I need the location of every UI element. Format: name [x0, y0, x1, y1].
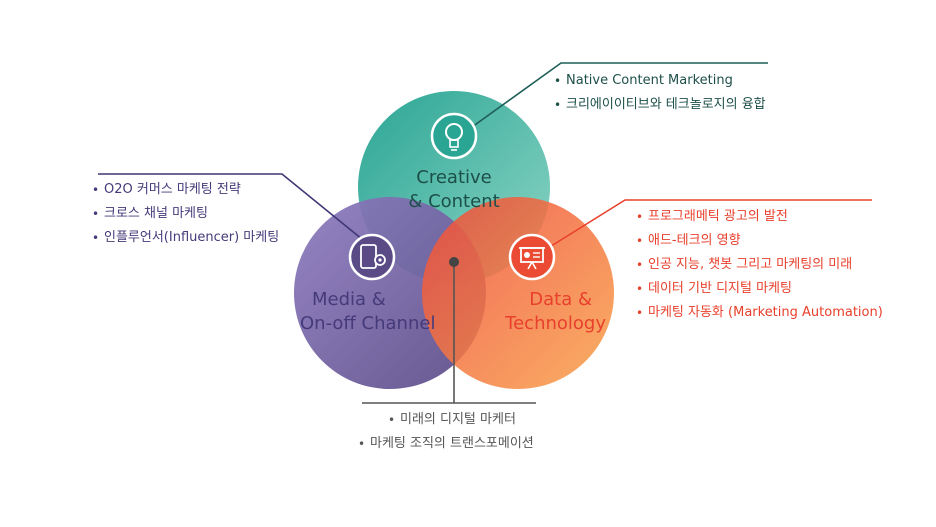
creative-list: •Native Content Marketing •크리에이이티브와 테크놀로… — [554, 69, 766, 117]
creative-title: Creative & Content — [384, 166, 524, 214]
presentation-chart-icon — [508, 233, 556, 281]
list-item: •인플루언서(Influencer) 마케팅 — [92, 230, 280, 245]
creative-leader-line — [471, 62, 768, 128]
creative-title-line1: Creative — [416, 167, 492, 188]
list-item: •Native Content Marketing — [554, 73, 733, 88]
media-leader-line — [98, 173, 369, 245]
list-item: •마케팅 조직의 트랜스포메이션 — [358, 436, 534, 451]
center-list: •미래의 디지털 마케터 •마케팅 조직의 트랜스포메이션 — [358, 408, 534, 456]
list-item: •프로그래메틱 광고의 발전 — [636, 209, 788, 224]
media-list: •O2O 커머스 마케팅 전략 •크로스 채널 마케팅 •인플루언서(Influ… — [92, 178, 279, 250]
media-title-line2: On-off Channel — [300, 313, 436, 334]
list-item: •크리에이이티브와 테크놀로지의 융합 — [554, 97, 766, 112]
data-circle — [422, 197, 614, 389]
data-title-line1: Data & — [529, 289, 592, 310]
data-leader-line — [539, 199, 872, 254]
media-title-line1: Media & — [312, 289, 386, 310]
data-list: •프로그래메틱 광고의 발전 •애드-테크의 영향 •인공 지능, 챗봇 그리고… — [636, 205, 883, 325]
list-item: •마케팅 자동화 (Marketing Automation) — [636, 305, 883, 320]
creative-title-line2: & Content — [408, 191, 500, 212]
list-item: •크로스 채널 마케팅 — [92, 206, 208, 221]
center-dot — [449, 257, 459, 267]
list-item: •데이터 기반 디지털 마케팅 — [636, 281, 792, 296]
lightbulb-icon — [430, 112, 478, 160]
data-title-line2: Technology — [505, 313, 606, 334]
list-item: •인공 지능, 챗봇 그리고 마케팅의 미래 — [636, 257, 853, 272]
list-item: •O2O 커머스 마케팅 전략 — [92, 182, 241, 197]
tablet-settings-icon — [348, 233, 396, 281]
list-item: •미래의 디지털 마케터 — [388, 412, 516, 427]
list-item: •애드-테크의 영향 — [636, 233, 741, 248]
media-title: Media & On-off Channel — [300, 288, 460, 336]
data-title: Data & Technology — [476, 288, 606, 336]
